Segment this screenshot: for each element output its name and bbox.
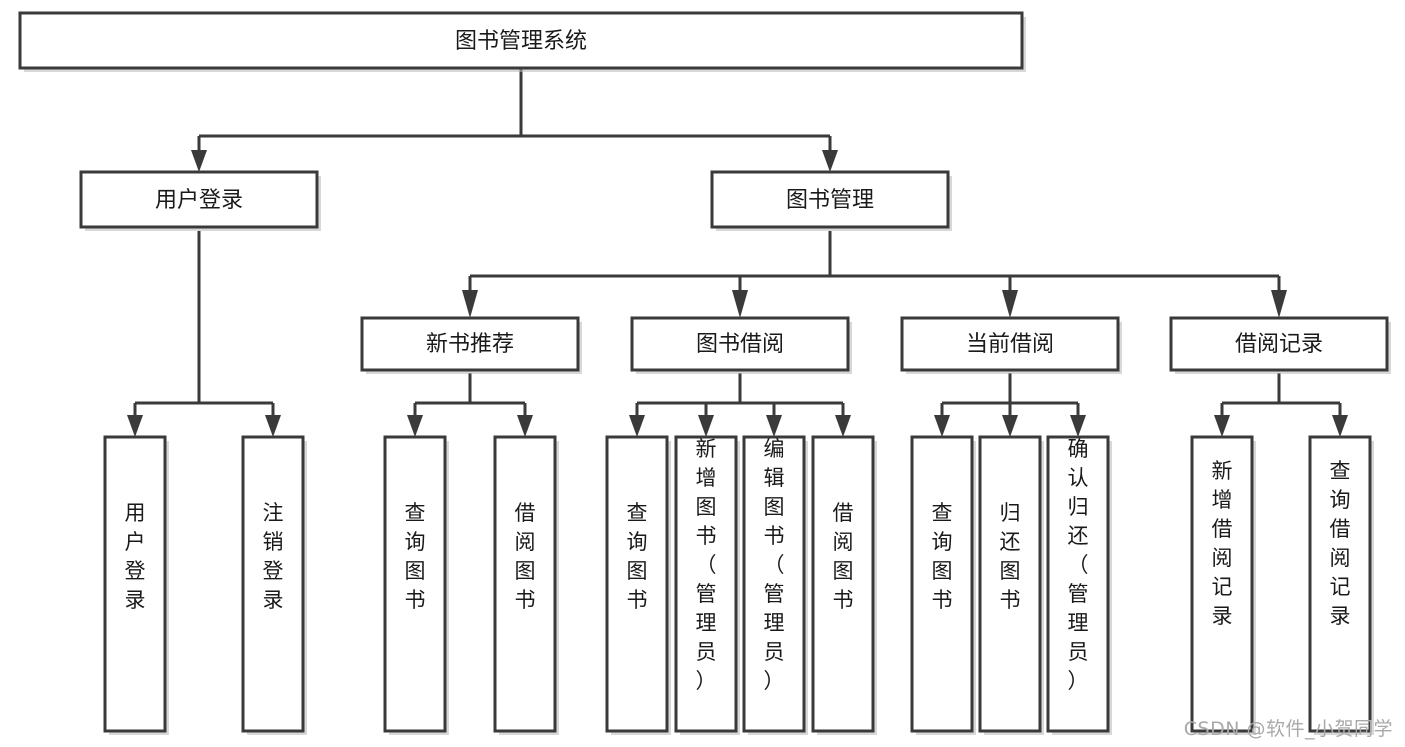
arrow-manage-to-current [1002,290,1018,318]
arrow-manage-to-newbook [462,290,478,318]
leaf-box[interactable] [103,435,167,733]
leaf-label: 借阅图书 [833,501,854,612]
leaf-box[interactable] [1190,435,1254,733]
leaf-label: 查询图书 [405,501,426,612]
leaf-book-borrow-4[interactable]: 借阅图书 [811,435,877,735]
leaf-box[interactable] [383,435,447,733]
arrow-borrow-leaf-2 [698,415,714,437]
arrow-manage-to-borrow [732,290,748,318]
book-manage-label: 图书管理 [786,188,874,213]
arrow-borrow-leaf-4 [835,415,851,437]
leaf-label: 查询借阅记录 [1330,459,1351,628]
arrow-login-leaf-2 [265,415,281,437]
leaf-new-book-1[interactable]: 查询图书 [383,435,449,735]
arrow-record-leaf-2 [1332,415,1348,437]
leaf-current-borrow-1[interactable]: 查询图书 [910,435,976,735]
borrow-record-label: 借阅记录 [1235,332,1323,357]
leaf-book-borrow-3[interactable]: 编辑图书（管理员） [742,435,808,735]
root-box[interactable] [18,11,1024,70]
leaf-user-login-2[interactable]: 注销登录 [241,435,307,735]
leaf-box[interactable] [1308,435,1372,733]
current-borrow-label: 当前借阅 [966,332,1054,357]
leaf-new-book-2[interactable]: 借阅图书 [493,435,559,735]
leaf-box[interactable] [241,435,305,733]
leaf-label: 借阅图书 [515,501,536,612]
leaf-label: 查询图书 [932,501,953,612]
arrow-borrow-leaf-1 [629,415,645,437]
leaf-box[interactable] [811,435,875,733]
leaf-box[interactable] [742,435,806,733]
current-borrow-box[interactable] [900,316,1120,372]
book-borrow-box[interactable] [630,316,850,372]
csdn-watermark: CSDN @软件_小贺同学 [1183,718,1393,740]
node-book-manage[interactable]: 图书管理 [710,170,952,231]
node-current-borrow[interactable]: 当前借阅 [900,316,1122,374]
leaf-box[interactable] [493,435,557,733]
leaf-label: 用户登录 [125,501,146,612]
book-borrow-label: 图书借阅 [696,332,784,357]
arrow-current-leaf-2 [1002,415,1018,437]
leaf-box[interactable] [1046,435,1110,733]
arrow-login-leaf-1 [127,415,143,437]
new-book-label: 新书推荐 [426,332,514,357]
leaf-borrow-record-2[interactable]: 查询借阅记录 [1308,435,1374,735]
arrow-root-to-manage [822,150,838,172]
user-login-box[interactable] [79,170,319,229]
node-borrow-record[interactable]: 借阅记录 [1169,316,1391,374]
leaf-book-borrow-1[interactable]: 查询图书 [605,435,671,735]
arrow-root-to-login [191,150,207,172]
leaf-label: 确认归还（管理员） [1068,437,1089,693]
arrow-current-leaf-1 [934,415,950,437]
arrow-current-leaf-3 [1070,415,1086,437]
leaf-current-borrow-2[interactable]: 归还图书 [978,435,1044,735]
leaf-label: 查询图书 [627,501,648,612]
leaf-box[interactable] [978,435,1042,733]
user-login-label: 用户登录 [155,188,243,213]
leaf-user-login-1[interactable]: 用户登录 [103,435,169,735]
new-book-box[interactable] [360,316,580,372]
leaf-current-borrow-3[interactable]: 确认归还（管理员） [1046,435,1112,735]
leaf-box[interactable] [910,435,974,733]
node-root[interactable]: 图书管理系统 [18,11,1026,72]
arrow-borrow-leaf-3 [766,415,782,437]
arrow-manage-to-record [1271,290,1287,318]
connector-layer [127,68,1348,437]
book-manage-box[interactable] [710,170,950,229]
borrow-record-box[interactable] [1169,316,1389,372]
leaf-book-borrow-2[interactable]: 新增图书（管理员） [674,435,740,735]
leaf-box[interactable] [605,435,669,733]
arrow-newbook-leaf-2 [517,415,533,437]
leaf-label: 新增借阅记录 [1212,459,1233,628]
leaf-label: 注销登录 [263,501,284,612]
root-label: 图书管理系统 [455,29,587,54]
leaf-borrow-record-1[interactable]: 新增借阅记录 [1190,435,1256,735]
leaf-label: 编辑图书（管理员） [764,437,785,693]
leaf-box[interactable] [674,435,738,733]
arrow-record-leaf-1 [1214,415,1230,437]
arrow-newbook-leaf-1 [407,415,423,437]
leaf-label: 新增图书（管理员） [696,437,717,693]
node-user-login[interactable]: 用户登录 [79,170,321,231]
node-book-borrow[interactable]: 图书借阅 [630,316,852,374]
node-new-book-recommend[interactable]: 新书推荐 [360,316,582,374]
leaf-label: 归还图书 [1000,501,1021,612]
